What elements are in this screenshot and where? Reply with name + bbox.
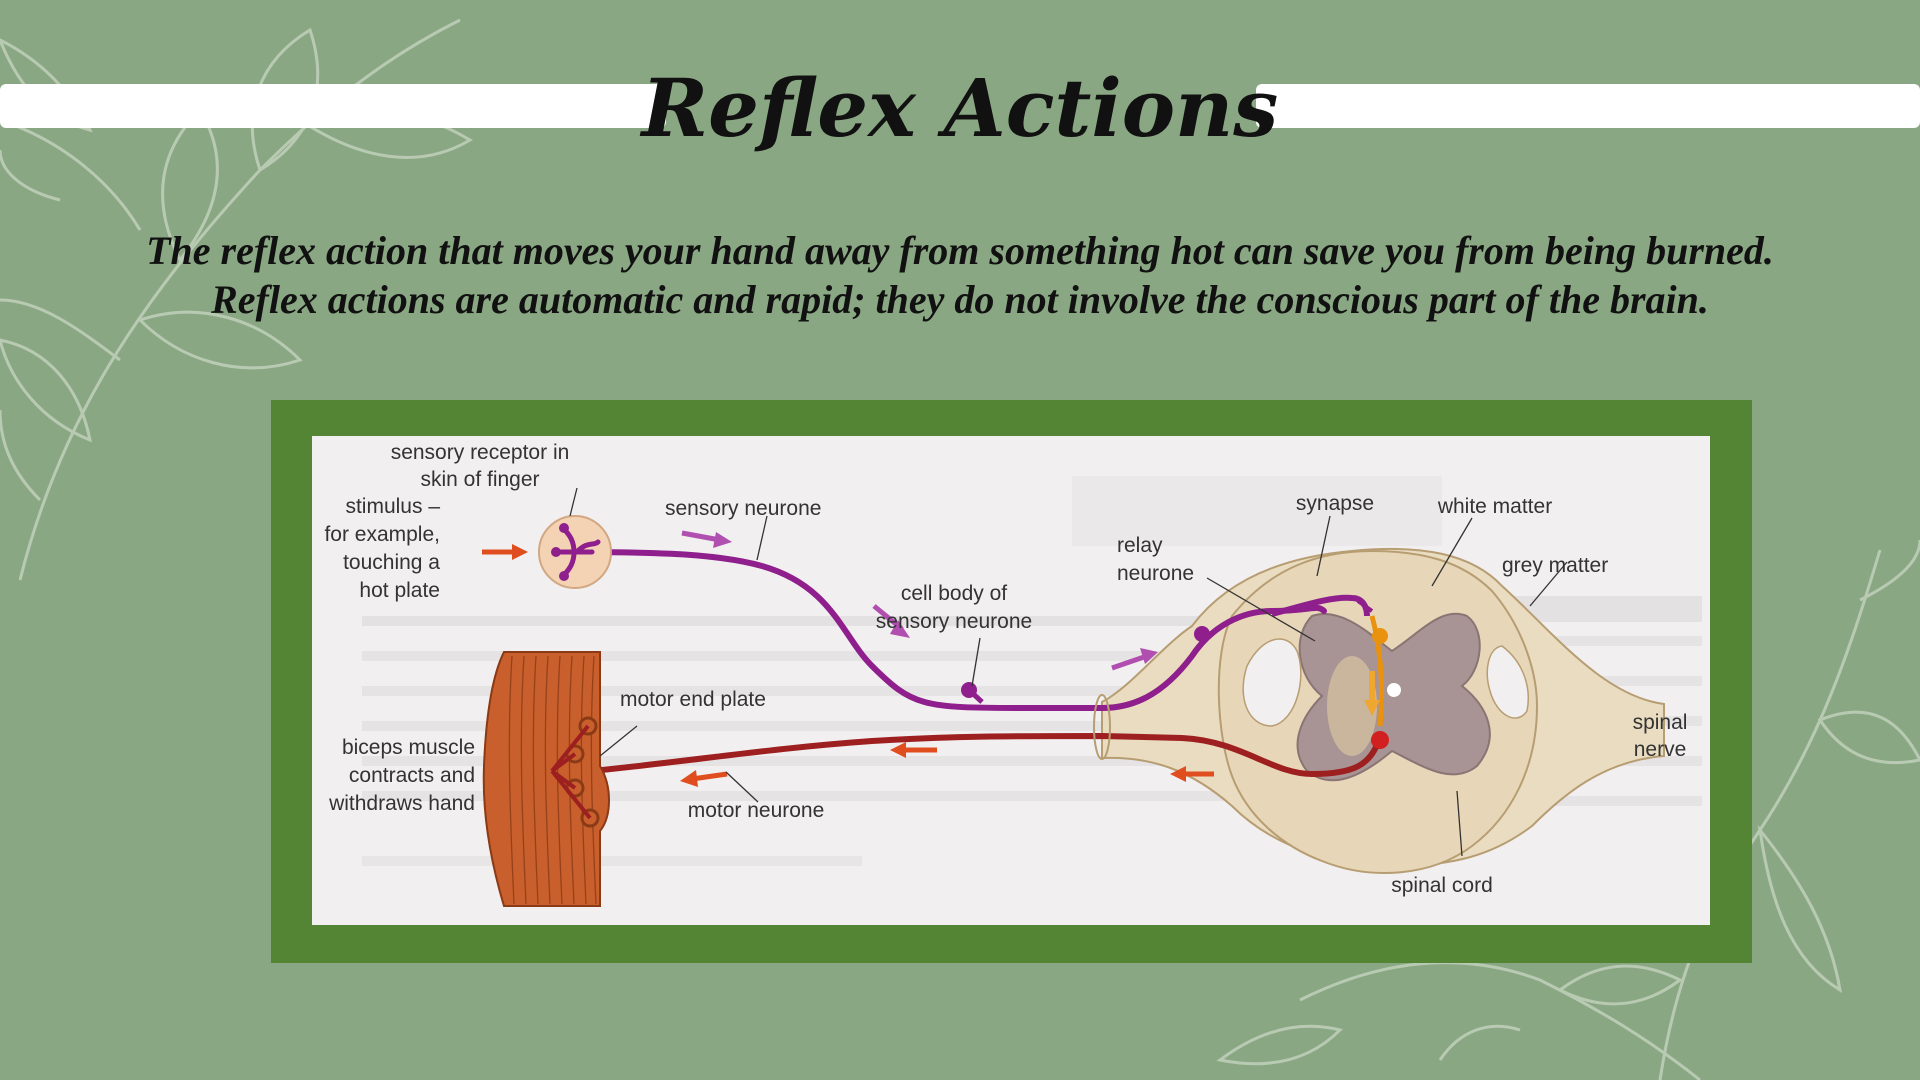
label-spinal-cord: spinal cord — [1391, 874, 1493, 897]
label-receptor-line1: sensory receptor in — [391, 441, 570, 464]
slide-title: Reflex Actions — [641, 61, 1279, 155]
label-synapse: synapse — [1296, 492, 1374, 515]
label-cell-body-line2: sensory neurone — [876, 610, 1032, 633]
reflex-arc-svg: sensory receptor in skin of finger stimu… — [324, 441, 1702, 907]
title-decor-bar-left — [0, 84, 666, 128]
label-receptor-line2: skin of finger — [420, 468, 539, 491]
label-cell-body-line1: cell body of — [901, 582, 1007, 605]
title-decor-bar-right — [1256, 84, 1920, 128]
label-stimulus-line1: stimulus – — [345, 495, 440, 518]
label-spinal-nerve-line1: spinal — [1633, 711, 1688, 734]
label-stimulus-line2: for example, — [324, 523, 440, 546]
label-relay-line1: relay — [1117, 534, 1163, 557]
label-motor-neurone: motor neurone — [688, 799, 825, 822]
label-grey-matter: grey matter — [1502, 554, 1608, 577]
label-stimulus-line4: hot plate — [359, 579, 440, 602]
sensory-neurone-path — [539, 549, 1327, 711]
label-motor-end-plate: motor end plate — [620, 688, 766, 711]
label-biceps-line1: biceps muscle — [342, 736, 475, 759]
motor-neurone-path — [549, 732, 1383, 778]
label-stimulus-line3: touching a — [343, 551, 440, 574]
label-biceps-line3: withdraws hand — [328, 792, 475, 815]
reflex-arc-diagram: sensory receptor in skin of finger stimu… — [312, 436, 1710, 925]
central-canal — [1387, 683, 1401, 697]
relay-neurone-path — [1369, 615, 1385, 727]
biceps-muscle — [482, 651, 610, 907]
label-biceps-line2: contracts and — [349, 764, 475, 787]
leader-lines — [569, 487, 1568, 857]
subtitle-line-1: The reflex action that moves your hand a… — [146, 228, 1774, 273]
label-sensory-neurone: sensory neurone — [665, 497, 821, 520]
sensory-cell-body-dot — [1194, 626, 1210, 642]
motor-cell-body — [1371, 731, 1389, 749]
subtitle-line-2: Reflex actions are automatic and rapid; … — [211, 277, 1709, 322]
slide-subtitle: The reflex action that moves your hand a… — [40, 226, 1880, 324]
label-spinal-nerve-line2: nerve — [1634, 738, 1687, 761]
label-relay-line2: neurone — [1117, 562, 1194, 585]
label-white-matter: white matter — [1437, 495, 1552, 518]
direction-arrows — [482, 530, 1214, 787]
